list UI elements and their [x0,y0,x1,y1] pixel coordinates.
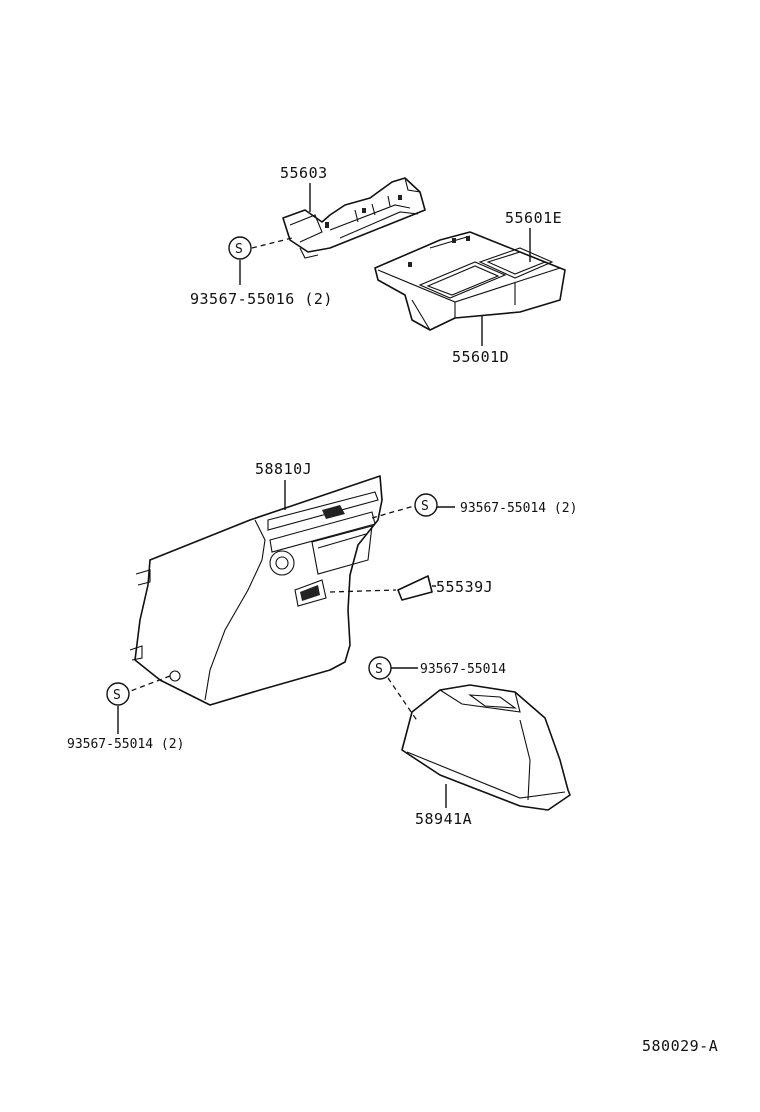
label-55601E: 55601E [505,209,562,227]
screw-symbol-mid-text: S [375,662,383,677]
label-58941A-group: 58941A [415,784,472,828]
screw-symbol-upper-text: S [235,242,243,257]
screw-symbol-upper [228,236,252,260]
part-55539J-plate: 55539J [329,575,493,601]
screw-left-group: S 93567-55014 (2) [67,675,184,752]
label-58810J: 58810J [255,460,312,478]
part-58810J-console-panel [129,475,383,706]
label-screw-upper: 93567-55016 (2) [190,290,333,308]
screw-symbol-left-text: S [113,688,121,703]
label-58941A: 58941A [415,810,472,828]
label-screw-mid: 93567-55014 [420,662,506,677]
diagram-id: 580029-A [642,1037,718,1055]
screw-mid-group: S 93567-55014 [368,656,506,723]
label-55601E-group: 55601E [505,209,562,262]
part-55601-cup-holder [374,231,566,331]
label-55601D: 55601D [452,348,509,366]
label-55603: 55603 [280,164,328,182]
label-55603-group: 55603 [280,164,328,212]
screw-symbol-right [414,493,438,517]
label-screw-left: 93567-55014 (2) [67,737,184,752]
screw-right-group: S 93567-55014 (2) [371,493,577,519]
screw-upper-group: S 93567-55016 (2) [190,236,333,308]
label-screw-right: 93567-55014 (2) [460,501,577,516]
label-55601D-group: 55601D [452,316,509,366]
part-58941A-cover [401,684,571,811]
part-55603-bracket [282,177,426,259]
label-55539J: 55539J [436,578,493,596]
screw-symbol-right-text: S [421,499,429,514]
screw-symbol-left [106,682,130,706]
label-58810J-group: 58810J [255,460,312,510]
